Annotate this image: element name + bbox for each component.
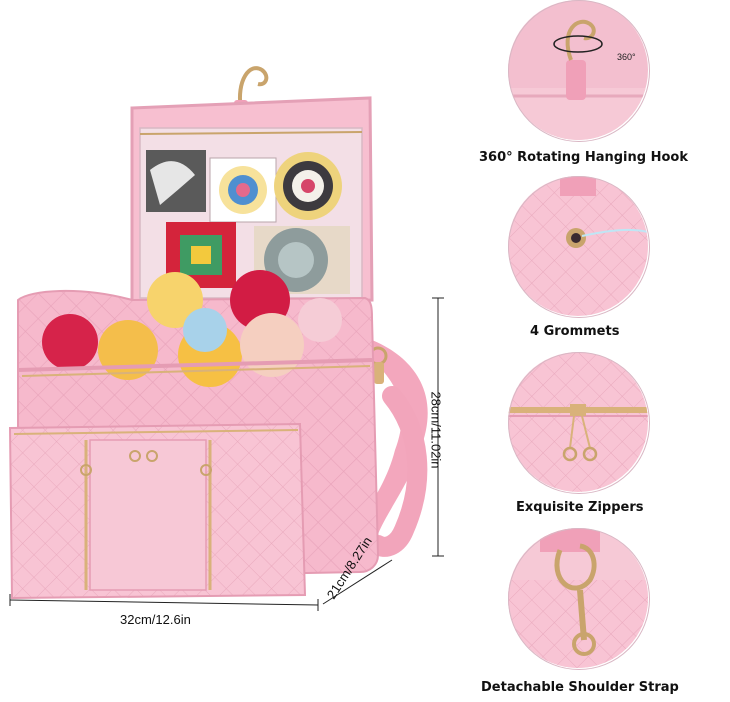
bag-lid <box>130 96 374 310</box>
feature-label-grommets: 4 Grommets <box>530 324 620 339</box>
width-dimension-label: 32cm/12.6in <box>120 612 191 627</box>
crochet-squares <box>146 150 350 294</box>
height-dimension-label: 28cm/11.02in <box>428 391 444 469</box>
grommet-detail-frame <box>508 176 650 318</box>
yarn-balls <box>42 270 342 387</box>
zipper-detail-frame <box>508 352 650 494</box>
hook-rotation-label: 360° <box>617 52 636 62</box>
feature-label-zippers: Exquisite Zippers <box>516 500 644 515</box>
hook-detail-frame <box>508 0 650 142</box>
bag-body <box>8 270 380 600</box>
feature-label-strap: Detachable Shoulder Strap <box>481 680 679 695</box>
shoulder-strap <box>357 340 428 557</box>
dimension-lines <box>9 297 444 611</box>
feature-label-hook: 360° Rotating Hanging Hook <box>479 150 688 165</box>
strap-detail-frame <box>508 528 650 670</box>
product-image: 360° 32cm/12.6in 28cm/11.02in 21cm/8.27i… <box>8 0 688 695</box>
